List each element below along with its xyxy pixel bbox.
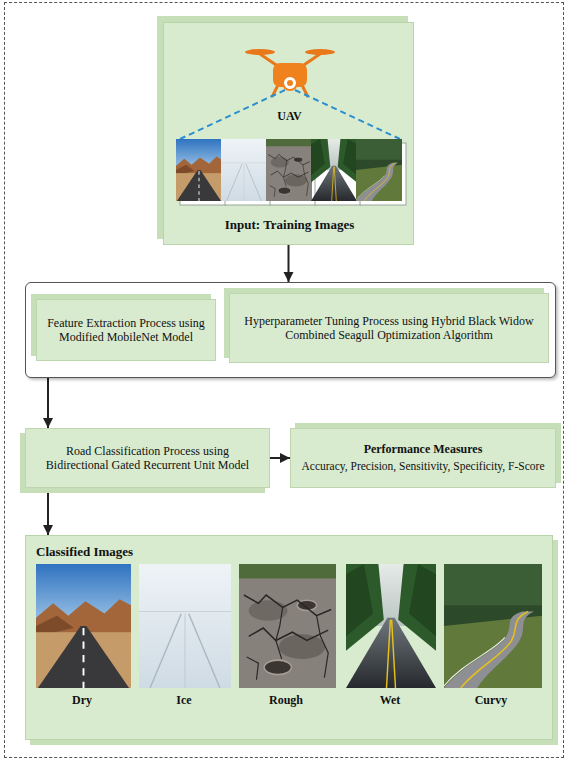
- image-label: Wet: [380, 693, 401, 708]
- propeller: [245, 49, 275, 55]
- curvy-road-image: [444, 564, 542, 688]
- process-box: Road Classification Process using Bidire…: [25, 428, 270, 488]
- process-box: Hyperparameter Tuning Process using Hybr…: [229, 293, 549, 363]
- ice-road-image: [139, 564, 231, 688]
- drone-camera: [283, 76, 297, 90]
- view-line: [180, 90, 285, 139]
- image-label: Curvy: [475, 693, 508, 708]
- flow-arrow: [288, 245, 290, 282]
- process-box: Feature Extraction Process using Modifie…: [36, 299, 216, 361]
- node-title: Classified Images: [36, 544, 336, 560]
- dry-road-image: [36, 564, 131, 688]
- flow-arrow: [47, 488, 49, 535]
- node-title: Feature Extraction Process using Modifie…: [45, 316, 207, 345]
- drone-lens: [287, 80, 293, 86]
- input-panel: UAV Input: Training Images: [163, 22, 414, 245]
- wet-road-image: [346, 564, 436, 688]
- image-label: Rough: [269, 693, 303, 708]
- image-label: Dry: [72, 693, 92, 708]
- flow-arrow: [47, 378, 49, 428]
- node-body: Input: Training Images: [164, 217, 415, 233]
- image-label: Ice: [176, 693, 191, 708]
- node-title: UAV: [164, 109, 415, 123]
- training-thumbnails: [176, 139, 406, 205]
- node-body: Accuracy, Precision, Sensitivity, Specif…: [301, 460, 544, 474]
- measure-box: Performance MeasuresAccuracy, Precision,…: [290, 428, 556, 488]
- node-title: Hyperparameter Tuning Process using Hybr…: [238, 314, 540, 343]
- flow-arrow: [270, 457, 290, 459]
- group-box: Feature Extraction Process using Modifie…: [25, 282, 556, 378]
- view-line: [295, 90, 400, 139]
- classified-illustration: [26, 536, 554, 741]
- node-title: Road Classification Process using Bidire…: [34, 444, 261, 473]
- uav-illustration: [164, 23, 415, 246]
- output-panel: Classified Images: [25, 535, 553, 740]
- propeller: [305, 49, 335, 55]
- node-title: Performance Measures: [364, 442, 483, 456]
- rough-road-image: [239, 564, 336, 688]
